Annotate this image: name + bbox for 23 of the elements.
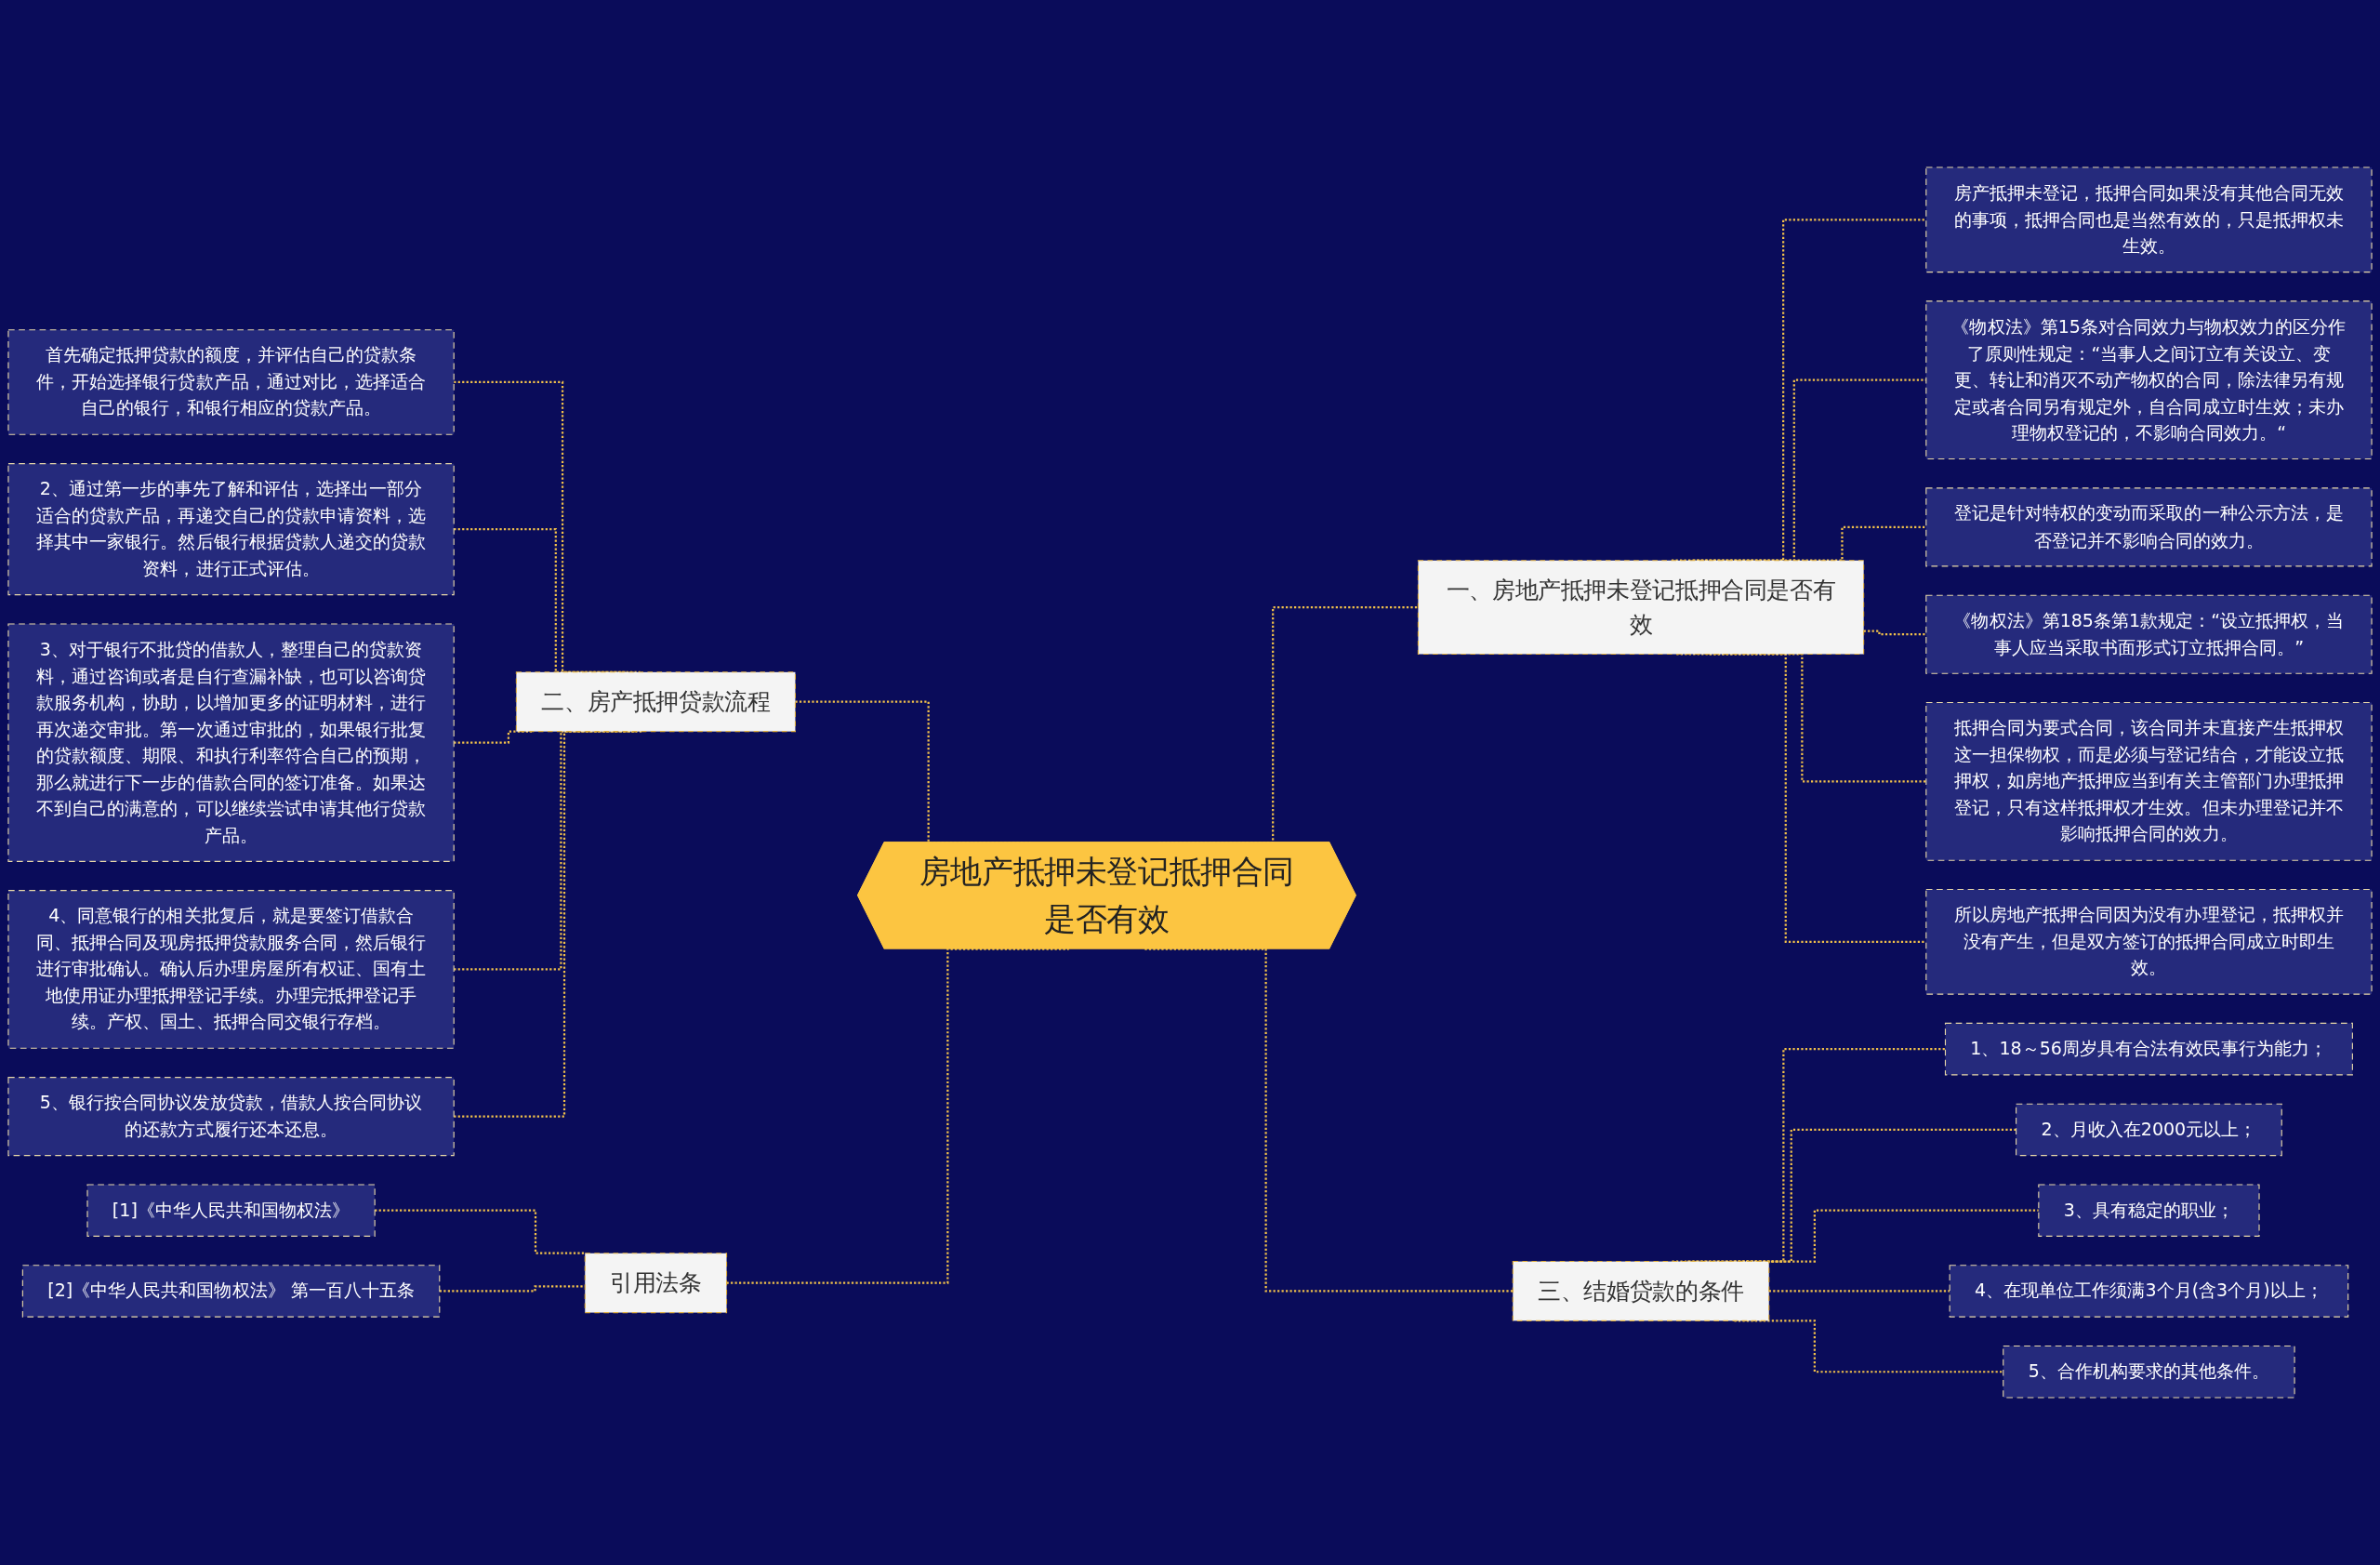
node-box: 2、通过第一步的事先了解和评估，选择出一部分适合的贷款产品，再递交自己的贷款申请资料，选择其中一家银行。然后银行根据贷款人递交的贷款资料，进行正式评估。 (7, 463, 455, 596)
node-box: 引用法条 (584, 1253, 728, 1314)
node-box: 1、18～56周岁具有合法有效民事行为能力； (1944, 1022, 2353, 1076)
node-box: 二、房产抵押贷款流程 (515, 671, 796, 733)
node-box: [1]《中华人民共和国物权法》 (86, 1184, 376, 1237)
node-box: 3、具有稳定的职业； (2038, 1184, 2260, 1237)
node-box: 三、结婚贷款的条件 (1512, 1261, 1770, 1321)
node-box: 5、合作机构要求的其他条件。 (2003, 1346, 2295, 1399)
node-box: [2]《中华人民共和国物权法》 第一百八十五条 (21, 1265, 441, 1318)
node-box: 2、月收入在2000元以上； (2016, 1103, 2282, 1157)
node-box: 首先确定抵押贷款的额度，并评估自己的贷款条件，开始选择银行贷款产品，通过对比，选择适合自己的银行，和银行相应的贷款产品。 (7, 329, 455, 435)
node-box: 抵押合同为要式合同，该合同并未直接产生抵押权这一担保物权，而是必须与登记结合，才能设立抵押权，如房地产抵押应当到有关主管部门办理抵押登记，只有这样抵押权才生效。但未办理登记并不影响抵押合同的效力。 (1925, 702, 2373, 861)
node-box: 4、在现单位工作须满3个月(含3个月)以上； (1949, 1265, 2349, 1318)
connector (1144, 948, 1514, 1293)
node-box: 一、房地产抵押未登记抵押合同是否有效 (1417, 560, 1865, 656)
node-box: 4、同意银行的相关批复后，就是要签订借款合同、抵押合同及现房抵押贷款服务合同，然后银行进行审批确认。确认后办理房屋所有权证、国有土地使用证办理抵押登记手续。办理完抵押登记手续。产权、国土、抵押合同交银行存档。 (7, 890, 455, 1049)
node-box: 3、对于银行不批贷的借款人，整理自己的贷款资料，通过咨询或者是自行查漏补缺，也可以咨询贷款服务机构，协助，以增加更多的证明材料，进行再次递交审批。第一次通过审批的，如果银行批复的贷款额度、期限、和执行利率符合自己的预期，那么就进行下一步的借款合同的签订准备。如果达不到自己的满意的，可以继续尝试申请其他行贷款产品。 (7, 623, 455, 862)
node-box: 5、银行按合同协议发放贷款，借款人按合同协议的还款方式履行还本还息。 (7, 1077, 455, 1157)
node-box: 房产抵押未登记，抵押合同如果没有其他合同无效的事项，抵押合同也是当然有效的，只是抵押权未生效。 (1925, 166, 2373, 273)
node-box: 所以房地产抵押合同因为没有办理登记，抵押权并没有产生，但是双方签订的抵押合同成立时即生效。 (1925, 889, 2373, 995)
node-box: 《物权法》第15条对合同效力与物权效力的区分作了原则性规定：“当事人之间订立有关设立、变更、转让和消灭不动产物权的合同，除法律另有规定或者合同另有规定外，自合同成立时生效；未办理物权登记的，不影响合同效力。“ (1925, 300, 2373, 460)
node-box: 《物权法》第185条第1款规定：“设立抵押权，当事人应当采取书面形式订立抵押合同。” (1925, 594, 2373, 674)
node-box: 登记是针对特权的变动而采取的一种公示方法，是否登记并不影响合同的效力。 (1925, 487, 2373, 567)
